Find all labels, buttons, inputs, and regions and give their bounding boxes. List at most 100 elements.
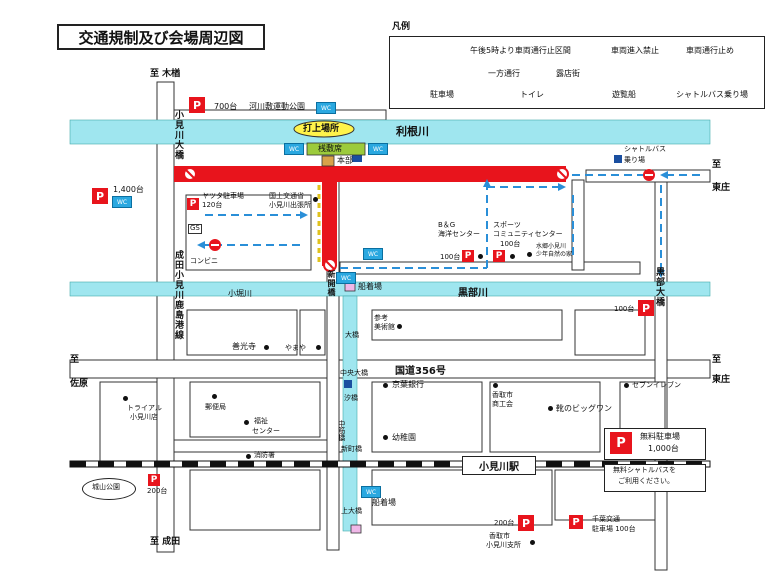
seats-toilet-left: WC bbox=[284, 143, 304, 155]
shinkai-bridge-label: 新開橋 bbox=[327, 270, 336, 297]
kinder-label: 幼稚園 bbox=[392, 433, 416, 442]
ohashi-label: 大橋 bbox=[345, 331, 359, 339]
left-lot-parking-icon: P bbox=[92, 188, 108, 204]
kurobe-bridge-label: 黒部大橋 bbox=[654, 267, 664, 307]
shuttle-note-2: ご利用ください。 bbox=[618, 477, 674, 485]
left-lot-capacity: 1,400台 bbox=[113, 185, 144, 194]
shuttle-note-box bbox=[604, 464, 706, 492]
chuo-ohashi-label: 中央大橋 bbox=[340, 369, 368, 377]
yaoya-label-2: 120台 bbox=[202, 201, 223, 209]
bg-parking-icon: P bbox=[462, 250, 474, 262]
route356-label: 国道356号 bbox=[395, 366, 446, 377]
fukushi-label-1: 福祉 bbox=[254, 417, 268, 425]
right-lot-capacity: 100台 bbox=[614, 305, 635, 313]
fukushi-label-2: センター bbox=[252, 427, 280, 435]
yamaya-label: やまや bbox=[285, 344, 306, 352]
station-label: 小見川駅 bbox=[462, 456, 536, 475]
kurobe-river-label: 黒部川 bbox=[458, 288, 488, 299]
hq-label: 本部 bbox=[337, 156, 353, 165]
chiba-label-2: 駐車場 100台 bbox=[592, 525, 636, 533]
dock-toilet-icon: WC bbox=[336, 272, 356, 284]
free-lot-label-2: 1,000台 bbox=[648, 444, 679, 453]
kokudo-dot bbox=[313, 197, 318, 202]
katori-label-2: 商工会 bbox=[492, 400, 513, 408]
zenko-dot bbox=[264, 345, 269, 350]
sports-label-1: スポーツ bbox=[493, 221, 521, 229]
direction-left-mid-2: 佐原 bbox=[70, 379, 89, 389]
trial-label-1: トライアル bbox=[127, 404, 162, 412]
direction-right-top-1: 至 bbox=[712, 160, 722, 170]
museum-label-1: 参考 bbox=[374, 314, 388, 322]
free-lot-label-1: 無料駐車場 bbox=[640, 432, 680, 441]
legend-parking-icon: P bbox=[405, 90, 413, 101]
sports-dot bbox=[510, 254, 515, 259]
trial-label-2: 小見川店 bbox=[130, 413, 158, 421]
omigawa-channel bbox=[342, 295, 358, 532]
direction-top-left: 至 木楢 bbox=[150, 69, 181, 79]
seats-block bbox=[306, 142, 366, 156]
katori-label-1: 香取市 bbox=[492, 391, 513, 399]
direction-bottom-left: 至 成田 bbox=[150, 537, 181, 547]
fire-dot bbox=[246, 454, 251, 459]
kokudo-label-2: 小見川出張所 bbox=[269, 201, 311, 209]
suigo-label-2: 少年自然の家 bbox=[536, 251, 573, 258]
suigo-dot bbox=[527, 252, 532, 257]
branch-label-2: 小見川支所 bbox=[486, 541, 521, 549]
nakasuji-label: 中筋橋 bbox=[337, 420, 346, 441]
bg-capacity: 100台 bbox=[440, 253, 461, 261]
legend-one-way: 一方通行 bbox=[488, 69, 520, 78]
post-dot bbox=[212, 394, 217, 399]
legend-heading: 凡例 bbox=[392, 22, 411, 32]
bg-dot bbox=[478, 254, 483, 259]
kokudo-label-1: 国土交通省 bbox=[269, 192, 304, 200]
park-toilet-icon: WC bbox=[316, 102, 336, 114]
park-capacity: 700台 bbox=[214, 102, 238, 111]
museum-label-2: 美術館 bbox=[374, 323, 395, 331]
omigawa-bridge-label: 小見川大橋 bbox=[173, 110, 183, 160]
legend-road-closed: 車両通行止め bbox=[686, 46, 734, 55]
legend-toilet-icon: WC bbox=[492, 90, 506, 99]
fire-label: 消防署 bbox=[254, 451, 275, 459]
shiohashi-label: 汐橋 bbox=[344, 394, 358, 402]
direction-right-top-2: 東庄 bbox=[712, 183, 731, 193]
piggwan-dot bbox=[548, 406, 553, 411]
trial-dot bbox=[123, 396, 128, 401]
chiba-label-1: 千葉交通 bbox=[592, 515, 620, 523]
hq-block bbox=[321, 155, 335, 167]
park-label: 河川敷運動公園 bbox=[249, 102, 305, 111]
sports-label-2: コミュニティセンター bbox=[493, 230, 563, 238]
rivers bbox=[69, 119, 711, 532]
yaoya-parking-icon: P bbox=[187, 198, 199, 210]
branch-label-1: 香取市 bbox=[489, 532, 510, 540]
sports-parking-icon: P bbox=[493, 250, 505, 262]
castle-parking-icon: P bbox=[148, 474, 160, 486]
suigo-label-1: 水郷小見川 bbox=[536, 243, 567, 250]
seven-label: セブンイレブン bbox=[632, 381, 681, 389]
tone-river bbox=[69, 119, 711, 145]
direction-left-mid-1: 至 bbox=[70, 355, 80, 365]
tone-river-label: 利根川 bbox=[396, 125, 429, 138]
left-lot-toilet-icon: WC bbox=[112, 196, 132, 208]
castle-park-ellipse bbox=[82, 478, 136, 500]
branch-dot bbox=[530, 540, 535, 545]
center-toilet-icon: WC bbox=[363, 248, 383, 260]
seats-toilet-right: WC bbox=[368, 143, 388, 155]
omigawa-label: 小堀川 bbox=[228, 289, 252, 298]
fukushi-dot bbox=[244, 420, 249, 425]
seven-dot bbox=[624, 383, 629, 388]
legend-boat: 遊覧船 bbox=[612, 90, 636, 99]
legend bbox=[389, 36, 765, 109]
shuttle-stops bbox=[344, 154, 622, 388]
castle-capacity: 200台 bbox=[147, 487, 168, 495]
sports-capacity: 100台 bbox=[500, 240, 521, 248]
museum-dot bbox=[397, 324, 402, 329]
closed-road-segments bbox=[174, 166, 566, 266]
bg-label-1: B＆G bbox=[438, 221, 456, 229]
yaoya-label-1: ヤツタ駐車場 bbox=[202, 192, 244, 200]
kurobe-river bbox=[69, 281, 711, 297]
keiyo-dot bbox=[383, 383, 388, 388]
shuttle-stop-label-2: 乗り場 bbox=[624, 156, 645, 164]
branch-parking-icon: P bbox=[518, 515, 534, 531]
boat-dock-2-label: 船着場 bbox=[372, 498, 396, 507]
